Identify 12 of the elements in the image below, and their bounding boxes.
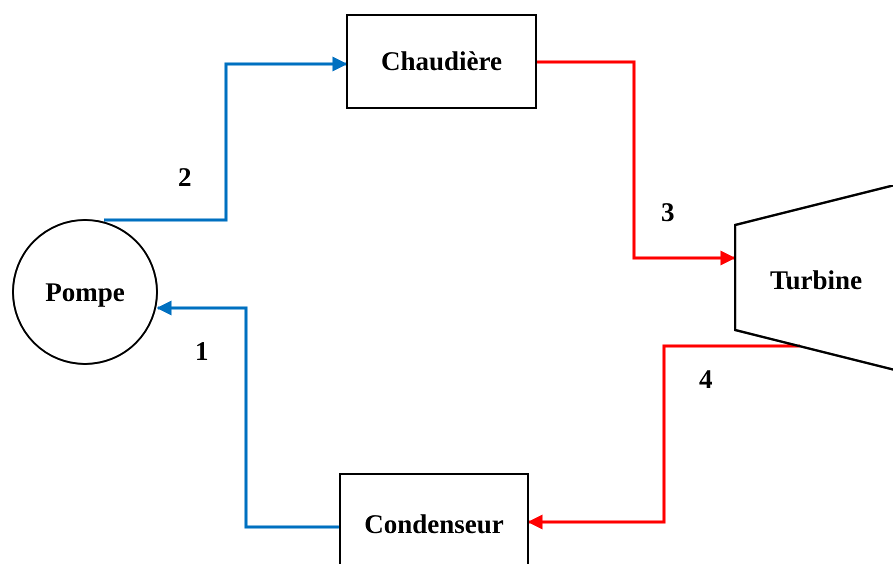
arrow <box>104 56 348 222</box>
node-label: Pompe <box>45 276 125 308</box>
arrow <box>156 300 339 528</box>
turbine-trapezoid <box>734 185 893 371</box>
node-label: Turbine <box>770 264 862 296</box>
node-label: Chaudière <box>380 46 502 77</box>
arrow <box>537 60 736 266</box>
arrow <box>528 344 800 530</box>
pump-circle <box>12 219 158 365</box>
boiler-box <box>346 14 537 109</box>
condenser-box <box>339 473 529 564</box>
node-label: Condenseur <box>364 509 504 540</box>
